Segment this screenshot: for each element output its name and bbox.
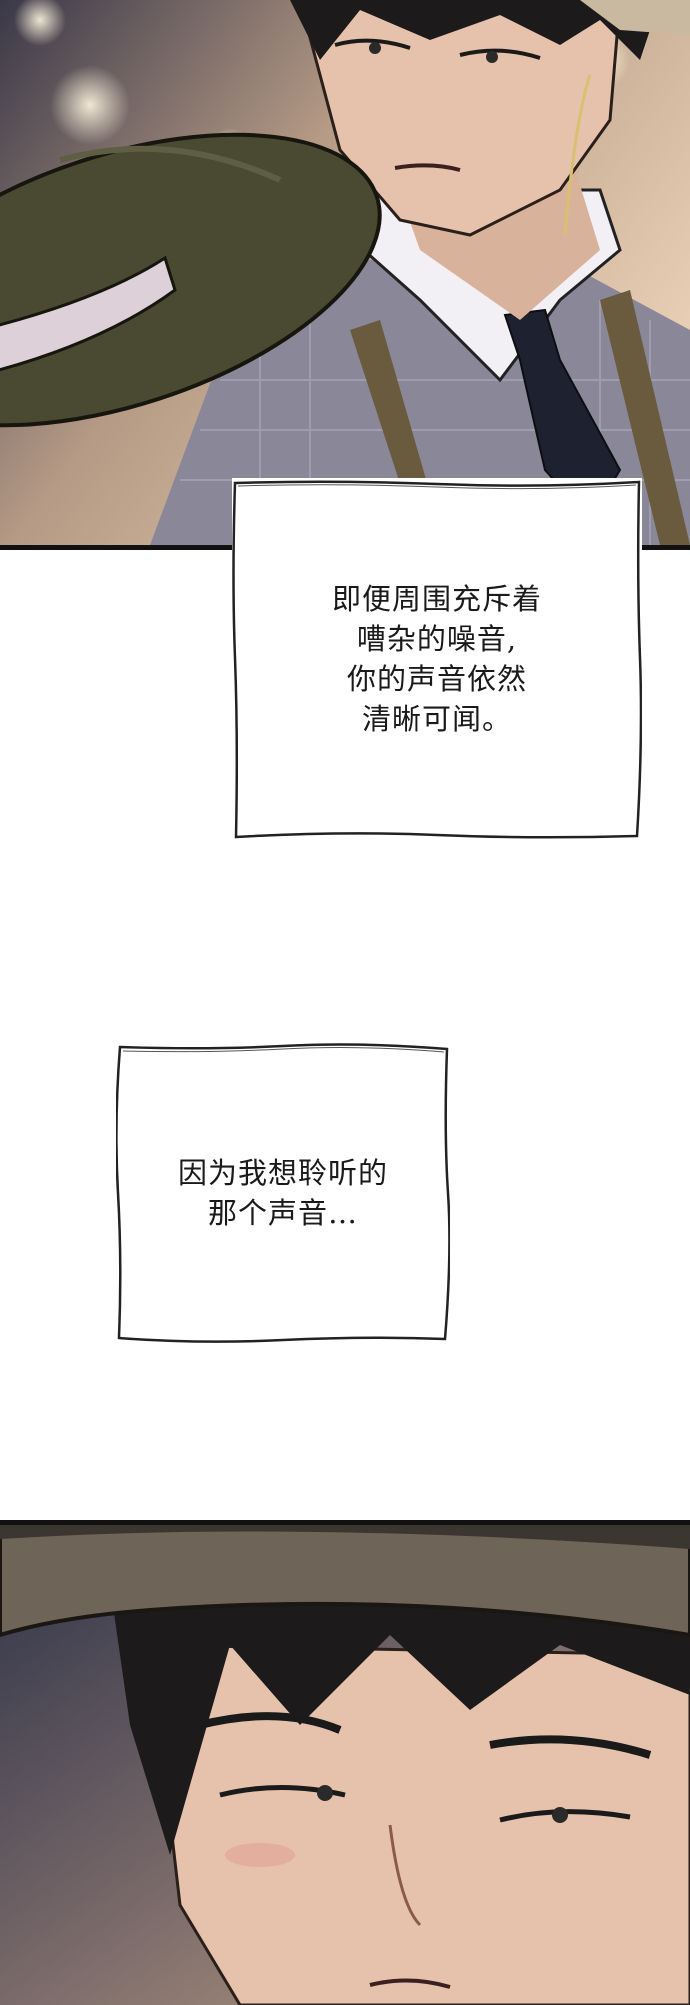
panel-bottom-art xyxy=(0,1525,690,2005)
right-eye xyxy=(459,48,541,60)
hair xyxy=(290,0,660,60)
mouth xyxy=(394,163,461,172)
blush xyxy=(225,1843,295,1867)
hat-band xyxy=(0,255,177,372)
caption-1-line-1: 即便周围充斥着 xyxy=(331,582,542,616)
hat-highlight xyxy=(59,145,282,183)
caption-box-1: 即便周围充斥着 嘈杂的噪音, 你的声音依然 清晰可闻。 xyxy=(232,478,642,840)
caption-2-line-1: 因为我想聆听的 xyxy=(177,1156,388,1190)
suspender-right xyxy=(600,290,690,545)
caption-1-line-4: 清晰可闻。 xyxy=(361,702,512,736)
caption-2-line-2: 那个声音… xyxy=(207,1196,358,1230)
nose-line xyxy=(388,1824,422,1927)
left-eyebrow xyxy=(199,1712,342,1734)
left-eye xyxy=(334,38,411,50)
right-eyebrow xyxy=(489,1735,652,1759)
caption-1-line-3: 你的声音依然 xyxy=(346,662,527,696)
left-pupil-closeup xyxy=(317,1785,333,1801)
left-pupil xyxy=(369,42,381,54)
hair-closeup xyxy=(110,1585,690,1855)
right-pupil-closeup xyxy=(552,1807,568,1823)
bokeh-light xyxy=(14,0,66,46)
earpiece-wire xyxy=(563,74,592,236)
mouth-closeup xyxy=(369,1978,451,1989)
hat-brim-top xyxy=(580,0,690,35)
caption-1-line-2: 嘈杂的噪音, xyxy=(356,622,518,656)
bokeh-light xyxy=(50,65,130,145)
panel-top-art xyxy=(0,0,690,545)
right-pupil xyxy=(486,51,498,63)
panel-bottom-illustration xyxy=(0,1520,690,2005)
face-closeup xyxy=(148,1643,690,2005)
caption-box-2: 因为我想聆听的 那个声音… xyxy=(116,1043,450,1343)
green-hat-brim xyxy=(0,132,382,428)
panel-top-illustration xyxy=(0,0,690,550)
hat-crown-shadow xyxy=(0,1525,690,1549)
